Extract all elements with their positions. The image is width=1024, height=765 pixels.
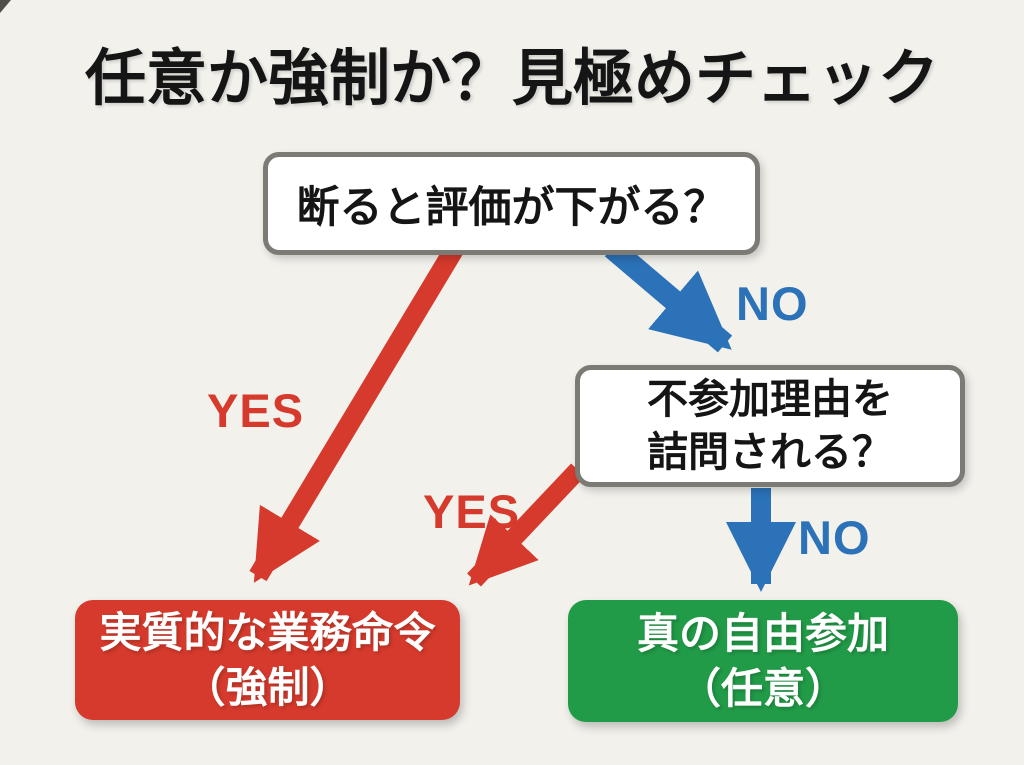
- question-box-interrogation: 不参加理由を 詰問される？: [575, 365, 965, 487]
- result-box-voluntary: 真の自由参加 （任意）: [568, 600, 958, 722]
- edge-label-q2-no: NO: [798, 511, 871, 564]
- edge-label-q1-yes: YES: [207, 384, 305, 437]
- result-box-mandatory: 実質的な業務命令 （強制）: [75, 600, 460, 720]
- result-box-voluntary-line1: 真の自由参加: [636, 609, 889, 657]
- result-box-mandatory-line2: （強制）: [183, 664, 352, 711]
- corner-artifact: [0, 0, 11, 13]
- edge-label-q2-yes: YES: [423, 485, 521, 538]
- arrow-q1-no: [604, 239, 733, 353]
- question-box-interrogation-line1: 不参加理由を: [647, 375, 893, 422]
- question-box-evaluation-label: 断ると評価が下がる？: [296, 183, 727, 232]
- question-box-interrogation-line2: 詰問される？: [647, 429, 893, 475]
- result-box-mandatory-line1: 実質的な業務命令: [99, 608, 436, 656]
- page-title: 任意か強制か？見極めチェック: [84, 44, 939, 112]
- question-box-evaluation: 断ると評価が下がる？: [263, 152, 760, 255]
- edge-label-q1-no: NO: [736, 277, 809, 330]
- result-box-voluntary-line2: （任意）: [678, 665, 847, 712]
